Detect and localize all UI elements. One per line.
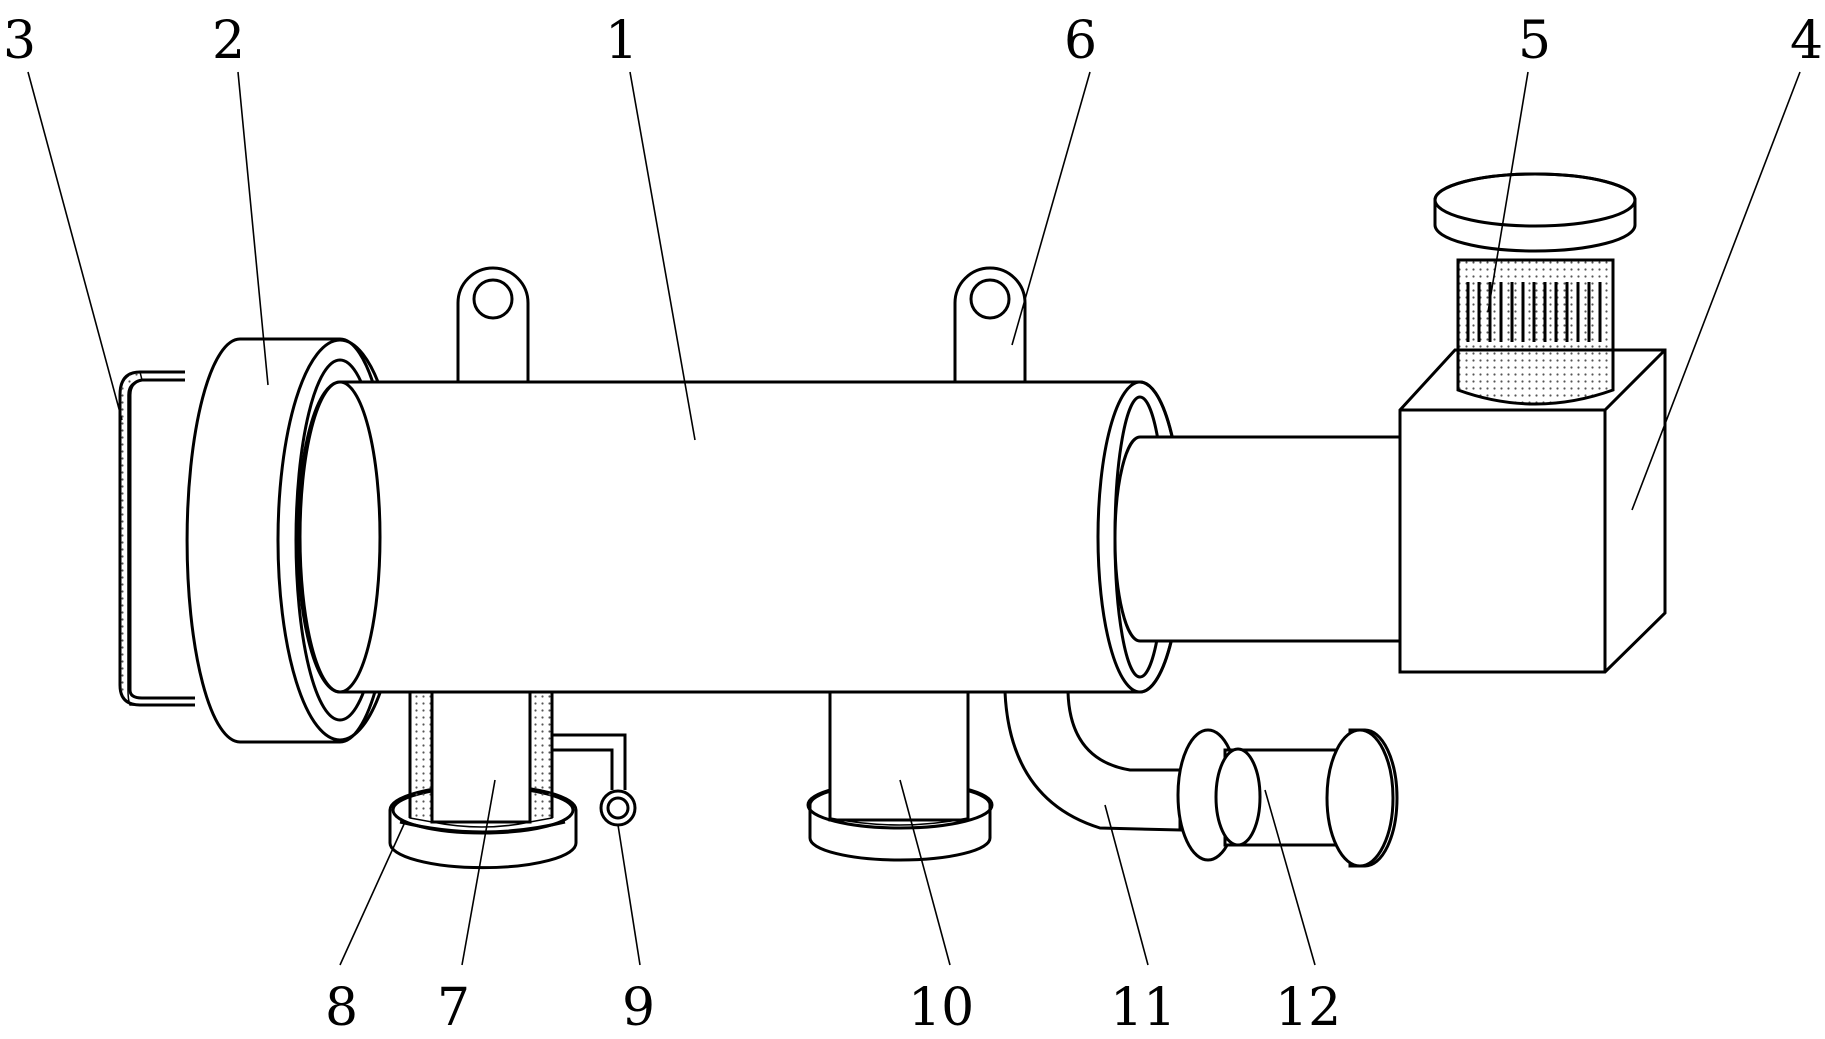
label-11: 11: [1110, 978, 1176, 1038]
label-10: 10: [908, 978, 974, 1038]
end-cap-3: [118, 370, 195, 707]
label-1: 1: [605, 11, 638, 71]
outlet-elbow-11: [1003, 690, 1182, 832]
extension-tube: [1113, 435, 1402, 643]
label-4: 4: [1790, 11, 1823, 71]
label-5: 5: [1518, 11, 1551, 71]
mounting-lug-left-6: [456, 266, 530, 384]
sleeve-8: [399, 820, 566, 834]
label-7: 7: [437, 978, 470, 1038]
label-3: 3: [3, 11, 36, 71]
label-8: 8: [325, 978, 358, 1038]
label-2: 2: [212, 11, 245, 71]
housing-box-4: [1398, 348, 1667, 674]
label-6: 6: [1064, 11, 1097, 71]
label-9: 9: [622, 978, 655, 1038]
mounting-lug-right-6: [953, 266, 1027, 384]
outlet-nozzle-12: [1176, 728, 1399, 868]
main-cylinder-1: [296, 380, 1184, 694]
label-12: 12: [1275, 978, 1341, 1038]
leader-lines: [27, 71, 1801, 966]
filter-cartridge-5: [1433, 172, 1637, 406]
support-leg-10: [806, 690, 994, 862]
support-leg-7: [388, 690, 578, 870]
